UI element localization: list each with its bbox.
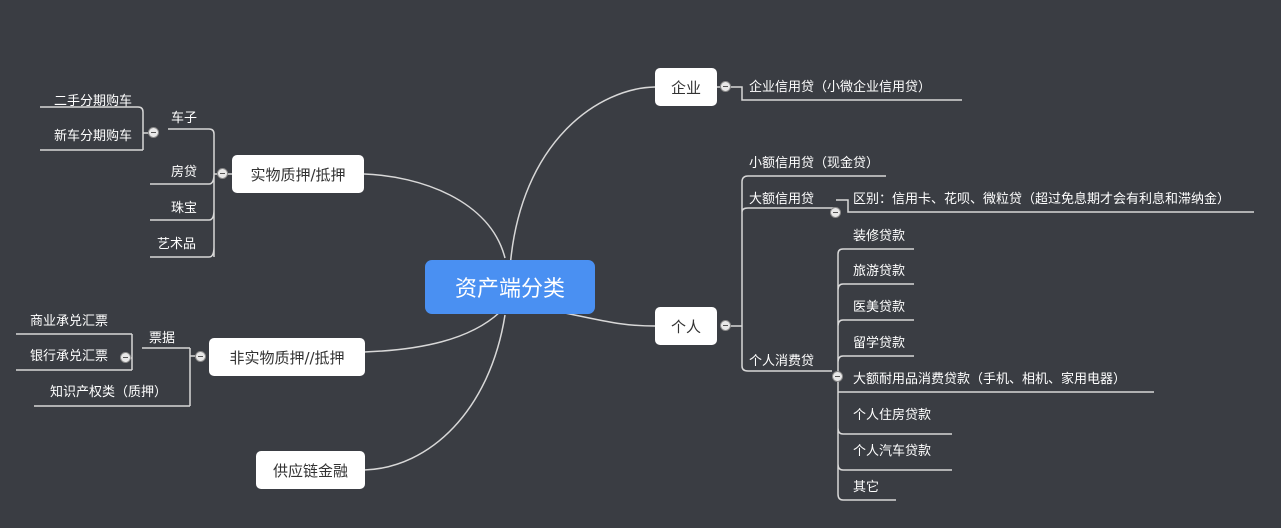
collapse-toggle-bills[interactable] (120, 352, 131, 363)
node-consumer-item[interactable]: 留学贷款 (853, 336, 906, 351)
node-ip-pledge[interactable]: 知识产权类（质押） (50, 385, 168, 400)
link-root-personal (559, 311, 656, 327)
node-consumer-loan[interactable]: 个人消费贷 (749, 354, 815, 369)
node-consumer-item[interactable]: 旅游贷款 (853, 264, 906, 279)
collapse-toggle-physical[interactable] (217, 168, 228, 179)
node-consumer-item[interactable]: 装修贷款 (853, 229, 906, 244)
link-consumer-items (837, 248, 1154, 501)
node-car[interactable]: 车子 (171, 111, 198, 126)
node-consumer-item[interactable]: 大额耐用品消费贷款（手机、相机、家用电器） (853, 372, 1127, 387)
link-car-children (40, 106, 152, 151)
node-jewelry[interactable]: 珠宝 (171, 201, 198, 216)
node-consumer-item[interactable]: 其它 (853, 480, 880, 495)
node-enterprise[interactable]: 企业 (655, 68, 717, 106)
node-bills[interactable]: 票据 (149, 331, 176, 346)
node-large-credit-loan[interactable]: 大额信用贷 (749, 192, 815, 207)
node-consumer-item[interactable]: 个人汽车贷款 (853, 444, 932, 459)
node-large-credit-note[interactable]: 区别：信用卡、花呗、微粒贷（超过免息期才会有利息和滞纳金） (853, 192, 1231, 207)
node-small-credit-loan[interactable]: 小额信用贷（现金贷） (749, 156, 880, 171)
node-bill-item[interactable]: 银行承兑汇票 (30, 349, 109, 364)
link-personal-children (726, 175, 886, 372)
collapse-toggle-large-credit[interactable] (830, 207, 841, 218)
node-personal[interactable]: 个人 (655, 307, 717, 345)
link-root-enterprise (509, 86, 656, 269)
node-car-item[interactable]: 新车分期购车 (54, 129, 133, 144)
node-supply-chain-finance[interactable]: 供应链金融 (256, 451, 365, 489)
collapse-toggle-personal[interactable] (720, 320, 731, 331)
collapse-toggle-car[interactable] (148, 127, 159, 138)
link-root-supplychain (363, 314, 506, 471)
collapse-toggle-consumer[interactable] (832, 371, 843, 382)
node-consumer-item[interactable]: 医美贷款 (853, 300, 906, 315)
node-enterprise-credit-loan[interactable]: 企业信用贷（小微企业信用贷） (749, 80, 932, 95)
node-physical-pledge[interactable]: 实物质押/抵押 (232, 155, 364, 193)
collapse-toggle-nonphysical[interactable] (195, 351, 206, 362)
link-large-credit-note (836, 199, 1254, 213)
collapse-toggle-enterprise[interactable] (720, 81, 731, 92)
link-root-nonphysical (363, 311, 501, 353)
node-car-item[interactable]: 二手分期购车 (54, 94, 133, 109)
node-nonphysical-pledge[interactable]: 非实物质押//抵押 (209, 338, 365, 376)
node-consumer-item[interactable]: 个人住房贷款 (853, 408, 932, 423)
node-artwork[interactable]: 艺术品 (157, 237, 197, 252)
node-mortgage[interactable]: 房贷 (171, 165, 198, 180)
root-node[interactable]: 资产端分类 (425, 260, 595, 314)
node-bill-item[interactable]: 商业承兑汇票 (30, 314, 109, 329)
link-root-physical (363, 173, 506, 259)
